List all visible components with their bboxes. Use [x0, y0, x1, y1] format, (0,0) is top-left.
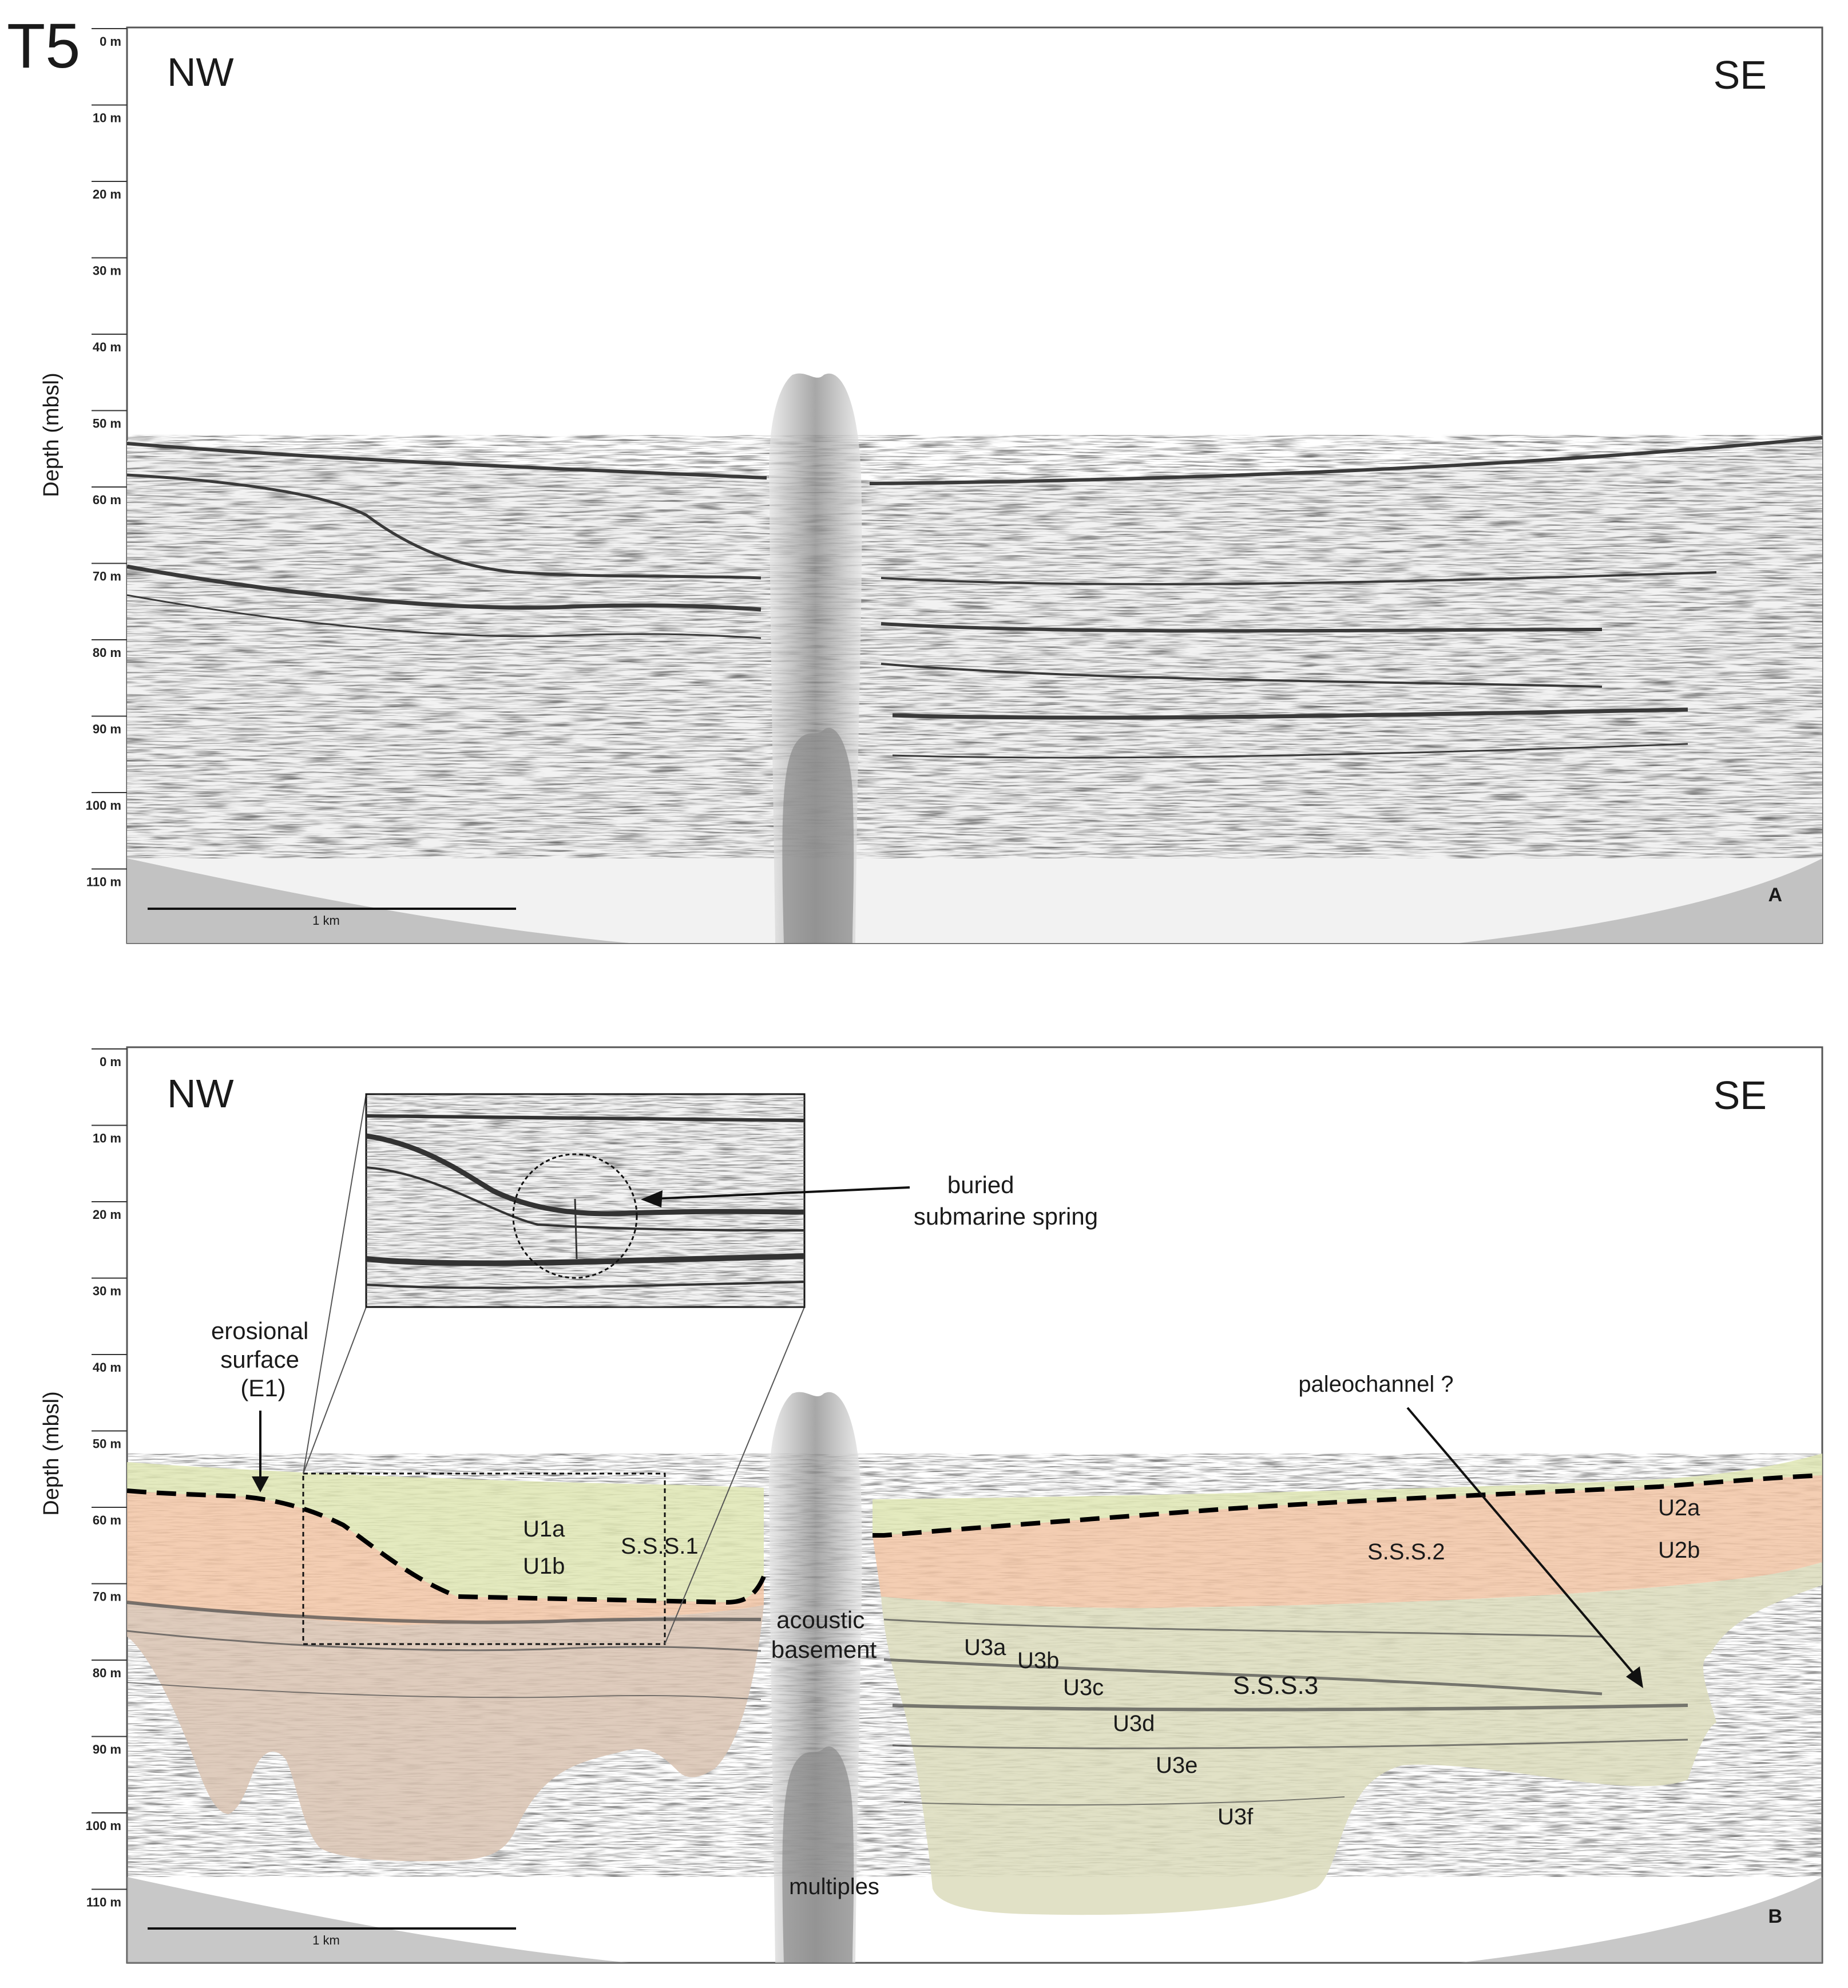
annotation-multiples: multiples	[789, 1874, 879, 1899]
panel-a-ylabel: Depth (mbsl)	[39, 373, 64, 497]
panel-a-sediment-noise	[127, 435, 1822, 858]
paleochannel-arrow	[1406, 1407, 1637, 1678]
annotation-spring-line1: buried	[947, 1171, 1014, 1198]
erosional-surface-e1-east	[873, 1473, 1822, 1538]
panel-a-depth-tick-label: 110 m	[86, 875, 121, 889]
figure-id: T5	[7, 11, 80, 81]
spring-inset	[303, 1093, 910, 1645]
panel-b-depth-tick-label: 80 m	[93, 1666, 121, 1680]
panel-b-right-label: SE	[1714, 1073, 1767, 1118]
unit-u3-west	[127, 1602, 764, 1862]
panel-a-depth-axis: 0 m 10 m 20 m 30 m 40 m 50 m 60 m 70 m 80 m 90 m 1…	[86, 28, 127, 889]
panel-a-depth-tick-label: 0 m	[100, 34, 121, 49]
annotation-erosional-line3: (E1)	[240, 1375, 285, 1401]
panel-a-depth-tick-label: 40 m	[93, 340, 121, 354]
erosional-surface-e1-west	[127, 1488, 766, 1605]
panel-a-depth-tick-label: 80 m	[93, 645, 121, 660]
annotation-acoustic-line1: acoustic	[776, 1606, 864, 1633]
panel-a-left-label: NW	[167, 50, 234, 94]
panel-b-depth-tick-label: 100 m	[86, 1819, 121, 1833]
unit-u3-east	[881, 1562, 1822, 1915]
panel-b-reflectors	[127, 1601, 1688, 1806]
annotation-spring-line2: submarine spring	[914, 1203, 1098, 1230]
panel-a-multiple	[782, 727, 854, 943]
panel-a-scale-label: 1 km	[312, 913, 340, 928]
panel-b-scale-label: 1 km	[312, 1933, 340, 1947]
panel-a-depth-tick-label: 100 m	[86, 798, 121, 813]
annotation-acoustic: acoustic basement	[771, 1606, 877, 1663]
panel-b-depth-tick-label: 40 m	[93, 1360, 121, 1375]
unit-label-u3d: U3d	[1113, 1711, 1155, 1736]
annotation-erosional-line2: surface	[220, 1346, 299, 1373]
annotation-acoustic-line2: basement	[771, 1636, 877, 1663]
inset-source-box	[302, 1472, 666, 1645]
annotation-spring: buried submarine spring	[914, 1171, 1098, 1230]
unit-label-u1a: U1a	[523, 1516, 565, 1542]
panel-a-depth-tick-label: 10 m	[93, 111, 121, 125]
panel-a-depth-tick-label: 60 m	[93, 493, 121, 507]
panel-a-letter: A	[1768, 884, 1782, 906]
panel-a-seafloor-multiple	[127, 858, 629, 943]
unit-label-u2a: U2a	[1658, 1495, 1700, 1520]
panel-b-depth-tick-label: 50 m	[93, 1437, 121, 1451]
unit-u1-east	[873, 1454, 1822, 1535]
unit-label-u3b: U3b	[1017, 1648, 1059, 1673]
unit-label-u2b: U2b	[1658, 1538, 1700, 1563]
unit-label-u1b: U1b	[523, 1554, 565, 1579]
panel-a-depth-tick-label: 50 m	[93, 417, 121, 431]
panel-b: 1 km NW SE B erosional surface (E1) buri…	[126, 1046, 1823, 1964]
annotation-paleochannel: paleochannel ?	[1298, 1372, 1453, 1397]
unit-u1-west	[127, 1462, 764, 1602]
panel-b-depth-tick-label: 30 m	[93, 1284, 121, 1298]
spring-arrow	[652, 1186, 910, 1200]
annotation-erosional: erosional surface (E1)	[211, 1317, 315, 1401]
panel-a-depth-tick-label: 30 m	[93, 264, 121, 278]
panel-b-letter: B	[1768, 1906, 1782, 1927]
panel-a-reflectors	[127, 436, 1822, 759]
panel-b-depth-tick-label: 110 m	[86, 1895, 121, 1910]
panel-b-left-label: NW	[167, 1071, 234, 1116]
panel-b-depth-tick-label: 20 m	[93, 1207, 121, 1222]
panel-b-depth-axis: 0 m 10 m 20 m 30 m 40 m 50 m 60 m 70 m 80 m 90 m 1…	[86, 1048, 127, 1910]
unit-label-u3c: U3c	[1063, 1675, 1104, 1700]
unit-label-u3e: U3e	[1156, 1753, 1197, 1778]
panel-a-right-label: SE	[1714, 53, 1767, 97]
unit-label-u3a: U3a	[964, 1635, 1006, 1660]
spring-circle	[512, 1153, 638, 1279]
panel-b-multiple	[782, 1746, 854, 1963]
unit-label-sss2: S.S.S.2	[1367, 1539, 1445, 1565]
annotation-erosional-line1: erosional	[211, 1317, 308, 1344]
panel-b-depth-tick-label: 70 m	[93, 1590, 121, 1604]
unit-labels: U1a U1b S.S.S.1 S.S.S.2 U2a U2b U3a U3b …	[523, 1495, 1700, 1829]
panel-a-depth-tick-label: 20 m	[93, 187, 121, 201]
panel-a-depth-tick-label: 90 m	[93, 722, 121, 736]
unit-label-sss3: S.S.S.3	[1233, 1672, 1318, 1700]
panel-b-depth-tick-label: 10 m	[93, 1131, 121, 1146]
unit-label-u3f: U3f	[1218, 1804, 1254, 1829]
panel-b-ylabel: Depth (mbsl)	[39, 1391, 64, 1516]
unit-u2-east	[873, 1475, 1822, 1608]
panel-a: 1 km NW SE A	[126, 26, 1823, 944]
panel-a-depth-tick-label: 70 m	[93, 569, 121, 584]
panel-b-depth-tick-label: 60 m	[93, 1513, 121, 1527]
unit-u2-west	[127, 1491, 764, 1625]
panel-b-depth-tick-label: 90 m	[93, 1743, 121, 1757]
panel-b-depth-tick-label: 0 m	[100, 1055, 121, 1069]
unit-label-sss1: S.S.S.1	[621, 1534, 699, 1559]
